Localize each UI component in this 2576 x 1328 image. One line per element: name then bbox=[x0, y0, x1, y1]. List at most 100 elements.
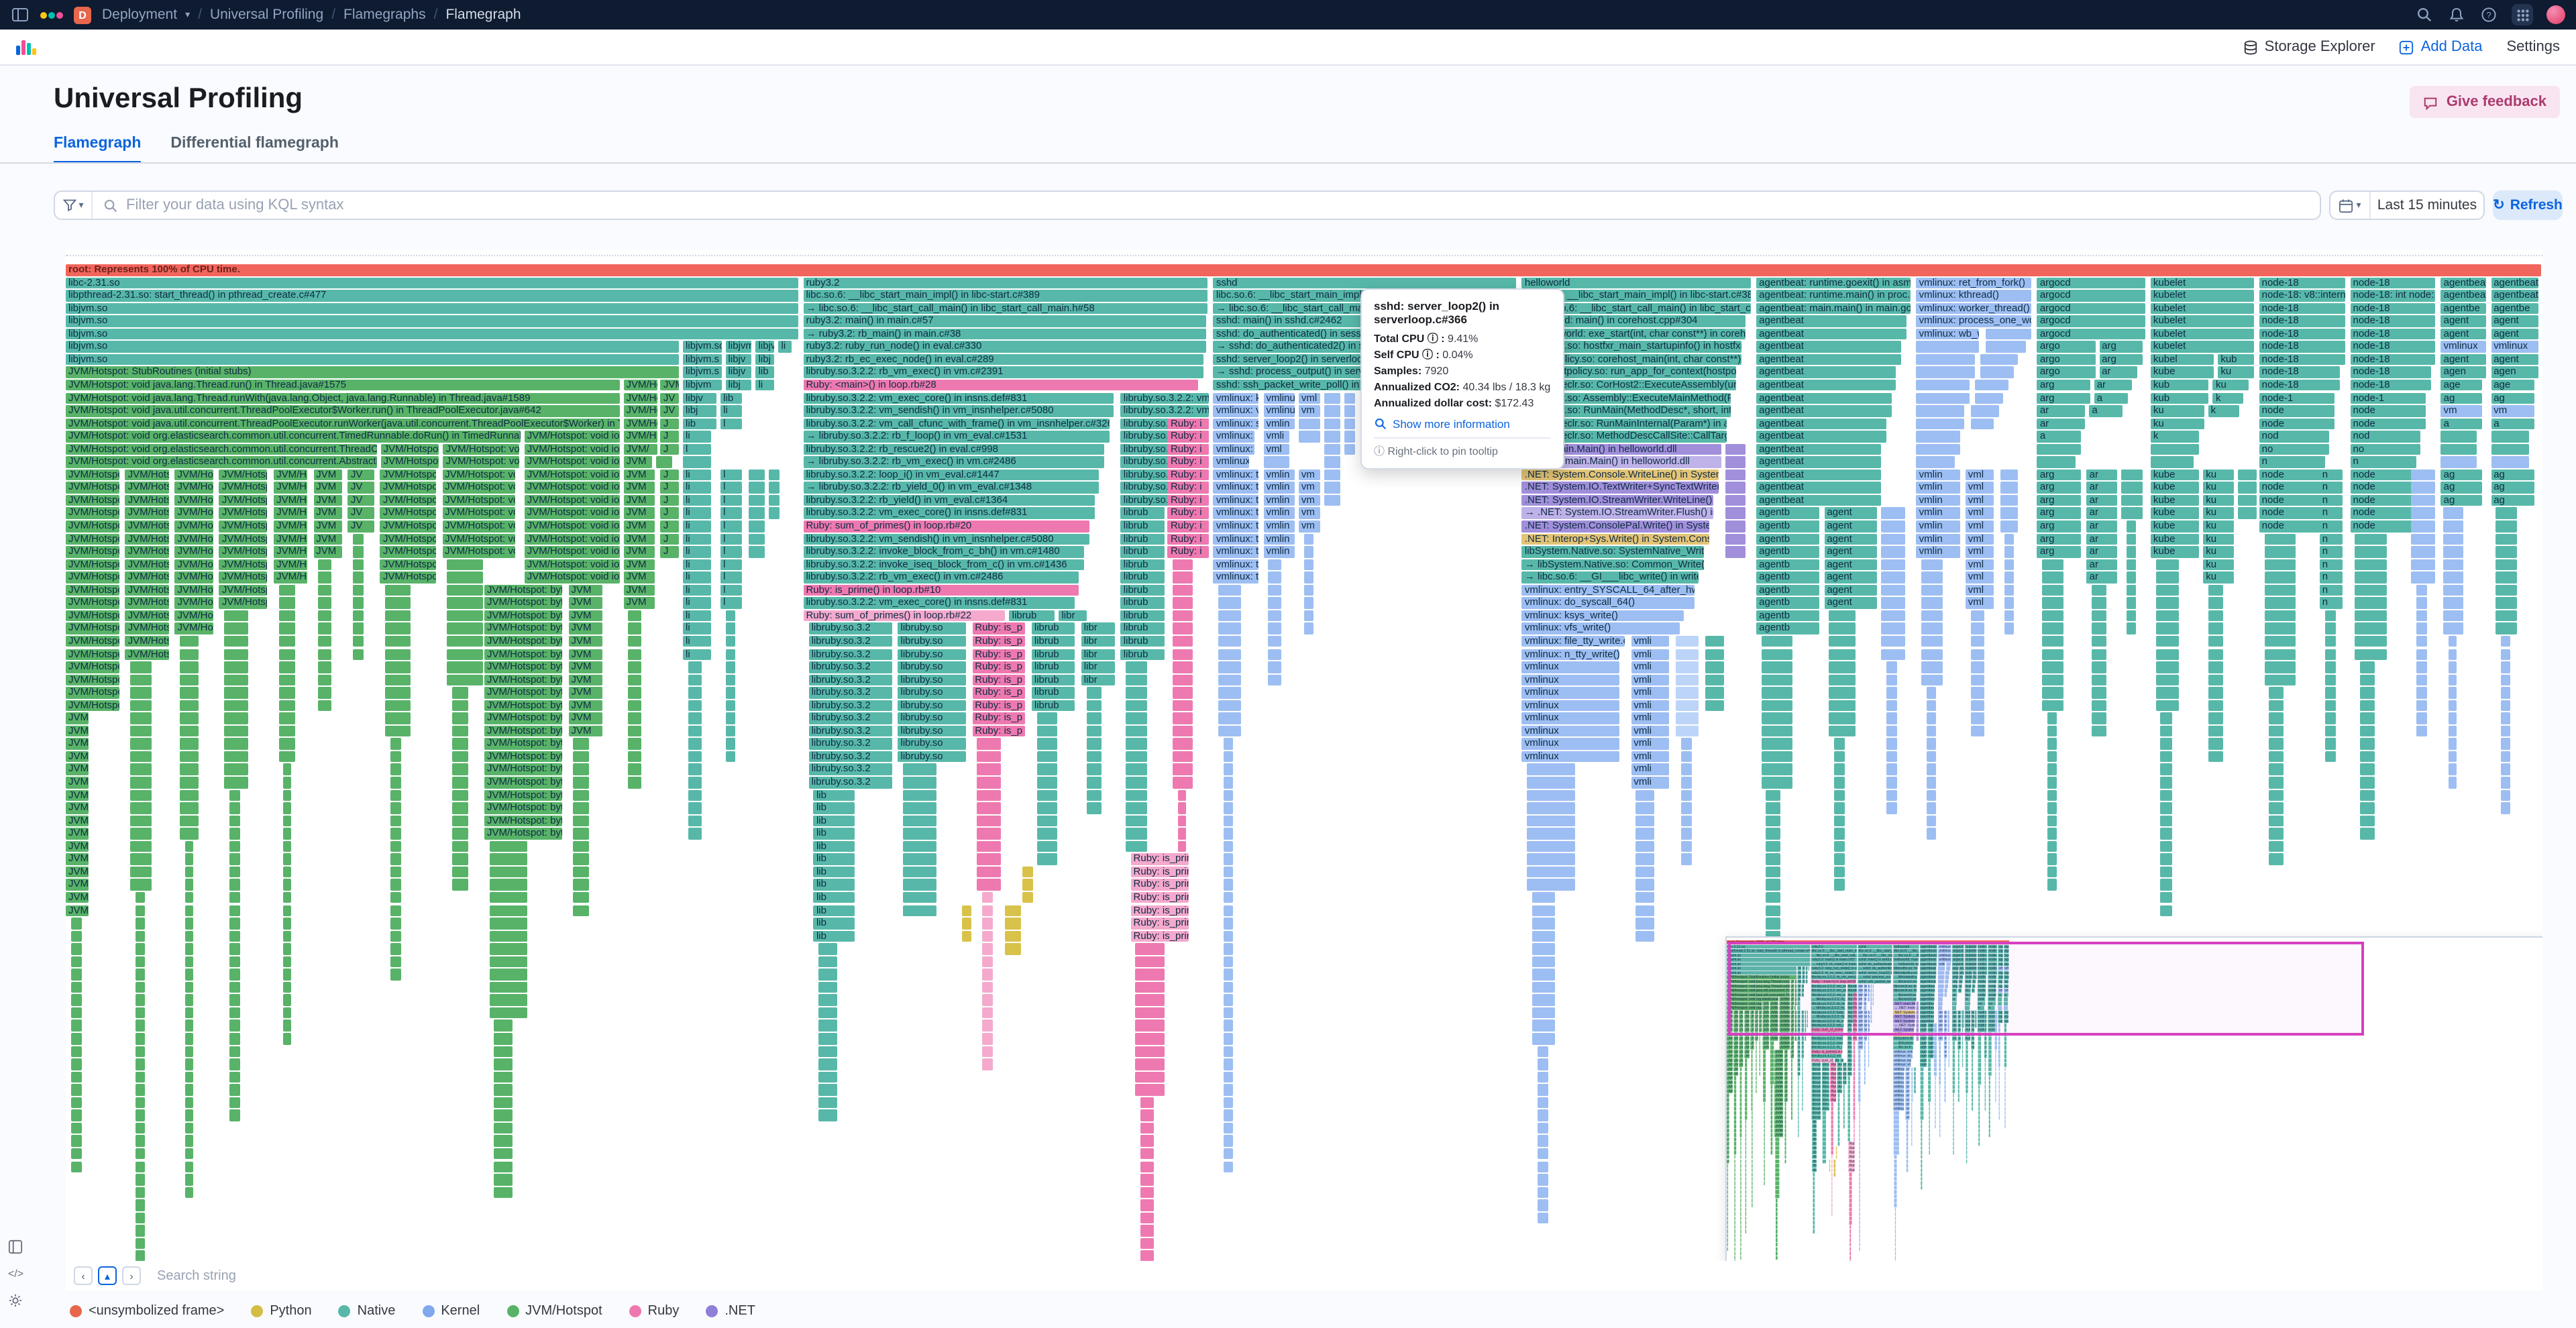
flame-cell[interactable]: JVM bbox=[313, 533, 342, 545]
flame-cell[interactable]: Ruby: i bbox=[1167, 507, 1209, 519]
flame-cell[interactable] bbox=[1173, 712, 1193, 724]
flame-cell[interactable] bbox=[1303, 559, 1313, 571]
flame-cell[interactable] bbox=[135, 1186, 145, 1199]
flame-cell[interactable] bbox=[628, 622, 642, 634]
flame-cell[interactable] bbox=[129, 879, 152, 891]
flame-cell[interactable]: node bbox=[2350, 494, 2416, 506]
flame-cell[interactable] bbox=[489, 879, 528, 891]
flame-cell[interactable] bbox=[1140, 1148, 1155, 1160]
flame-cell[interactable] bbox=[318, 597, 332, 609]
flame-cell[interactable] bbox=[2355, 571, 2387, 584]
flame-cell[interactable]: vmlin bbox=[1263, 418, 1295, 430]
flame-cell[interactable] bbox=[725, 738, 736, 750]
flame-cell[interactable]: k bbox=[2150, 431, 2199, 443]
flame-cell[interactable] bbox=[2324, 751, 2336, 763]
flame-cell[interactable]: libruby.so bbox=[898, 635, 966, 647]
flame-cell[interactable]: node-18 bbox=[2350, 341, 2436, 353]
flame-cell[interactable] bbox=[2440, 456, 2477, 468]
flame-cell[interactable]: vml bbox=[1965, 507, 1994, 519]
flame-cell[interactable]: k bbox=[2208, 405, 2239, 417]
flame-cell[interactable] bbox=[229, 815, 241, 827]
flame-cell[interactable]: JVM/Ho bbox=[274, 520, 307, 532]
flame-cell[interactable] bbox=[2004, 571, 2014, 584]
flame-cell[interactable]: vmlinux: worker_thread() bbox=[1916, 302, 2032, 315]
flame-cell[interactable] bbox=[2092, 674, 2106, 686]
flame-cell[interactable]: vml bbox=[1965, 533, 1994, 545]
flame-cell[interactable] bbox=[451, 789, 468, 801]
flame-cell[interactable] bbox=[1140, 1237, 1155, 1250]
flame-cell[interactable] bbox=[1725, 494, 1746, 506]
flame-cell[interactable] bbox=[229, 1058, 241, 1070]
flame-cell[interactable] bbox=[283, 969, 291, 981]
flame-cell[interactable]: lib bbox=[813, 840, 855, 852]
flame-cell[interactable] bbox=[1881, 649, 1905, 660]
flame-cell[interactable]: JVM/H bbox=[623, 431, 657, 443]
flame-cell[interactable] bbox=[1268, 559, 1282, 571]
flame-cell[interactable] bbox=[2047, 879, 2057, 891]
flame-cell[interactable] bbox=[628, 674, 642, 686]
flame-cell[interactable] bbox=[318, 622, 332, 634]
flame-cell[interactable] bbox=[2416, 649, 2428, 660]
flame-cell[interactable] bbox=[1980, 353, 2019, 366]
flame-cell[interactable] bbox=[688, 738, 702, 750]
flame-cell[interactable]: agentbeat bbox=[2440, 290, 2486, 302]
flame-cell[interactable] bbox=[2042, 674, 2063, 686]
flame-cell[interactable]: vmlinux bbox=[1521, 751, 1620, 763]
flame-cell[interactable]: Ruby: is_prime bbox=[1130, 879, 1189, 891]
flame-cell[interactable] bbox=[179, 687, 199, 699]
flame-cell[interactable] bbox=[1126, 802, 1147, 814]
flame-cell[interactable] bbox=[318, 649, 332, 660]
flame-cell[interactable] bbox=[1970, 649, 1984, 660]
flame-cell[interactable] bbox=[184, 840, 193, 852]
flame-cell[interactable] bbox=[1725, 482, 1746, 494]
flame-cell[interactable]: vml bbox=[1965, 571, 1994, 584]
flame-cell[interactable]: n bbox=[2319, 469, 2343, 481]
flame-cell[interactable] bbox=[70, 1007, 82, 1019]
flame-cell[interactable] bbox=[1140, 1109, 1155, 1121]
flame-cell[interactable] bbox=[1022, 866, 1033, 878]
flame-cell[interactable]: JVM/Hotspot: byte[] sun.security bbox=[484, 725, 563, 737]
flame-cell[interactable] bbox=[1086, 763, 1102, 775]
flame-cell[interactable] bbox=[1135, 956, 1165, 968]
flame-cell[interactable] bbox=[2155, 559, 2180, 571]
flame-cell[interactable]: JVM/Hotspot: void org.elasticsearch bbox=[66, 571, 119, 584]
flame-cell[interactable]: agentbeat bbox=[1756, 456, 1882, 468]
flame-cell[interactable] bbox=[2324, 674, 2336, 686]
flame-cell[interactable]: JVM/Ho bbox=[274, 546, 307, 558]
flame-cell[interactable]: vml bbox=[1965, 584, 1994, 596]
flame-cell[interactable] bbox=[353, 622, 364, 634]
flame-cell[interactable]: JVM bbox=[623, 533, 655, 545]
flame-cell[interactable]: JVM/Hotspot: void org.elasticsearch bbox=[66, 622, 119, 634]
flame-cell[interactable] bbox=[1036, 712, 1058, 724]
flame-cell[interactable]: vm bbox=[1298, 494, 1320, 506]
flame-cell[interactable] bbox=[2264, 571, 2296, 584]
flame-cell[interactable] bbox=[184, 905, 193, 916]
flame-cell[interactable] bbox=[1126, 687, 1147, 699]
flame-cell[interactable] bbox=[818, 1097, 837, 1109]
flame-cell[interactable]: librub bbox=[1031, 674, 1075, 686]
flame-cell[interactable]: libjvm.s bbox=[683, 353, 722, 366]
dock-panel-icon[interactable] bbox=[9, 1239, 23, 1254]
flame-cell[interactable]: libruby.so.3.2 bbox=[808, 687, 892, 699]
flame-cell[interactable] bbox=[179, 802, 199, 814]
flame-cell[interactable]: libhostfxr.so: hostfxr_main_startupinfo(… bbox=[1521, 341, 1741, 353]
flame-cell[interactable] bbox=[1223, 815, 1234, 827]
flame-cell[interactable]: node-18 bbox=[2350, 366, 2431, 378]
flame-cell[interactable] bbox=[451, 840, 468, 852]
flame-cell[interactable]: JVM/Hotspot: void io.netty.channel.nio.N… bbox=[443, 456, 519, 468]
flame-cell[interactable] bbox=[1303, 584, 1313, 596]
flame-cell[interactable] bbox=[1036, 853, 1058, 865]
flame-cell[interactable]: n bbox=[2319, 546, 2343, 558]
flame-cell[interactable]: libruby.so.3.2 bbox=[808, 661, 892, 673]
flame-cell[interactable]: kube bbox=[2150, 507, 2199, 519]
flame-cell[interactable]: agentbe bbox=[2440, 302, 2486, 315]
flame-cell[interactable] bbox=[451, 866, 468, 878]
flame-cell[interactable] bbox=[1537, 1174, 1548, 1186]
flame-cell[interactable]: argocd bbox=[2037, 302, 2145, 315]
flame-cell[interactable] bbox=[1834, 738, 1845, 750]
flame-cell[interactable] bbox=[184, 943, 193, 955]
flame-cell[interactable]: vmlinux bbox=[1521, 687, 1620, 699]
flame-cell[interactable] bbox=[1223, 789, 1234, 801]
flame-cell[interactable] bbox=[2264, 533, 2296, 545]
flame-cell[interactable]: JVM/Hotspot: void io.netty bbox=[380, 571, 436, 584]
